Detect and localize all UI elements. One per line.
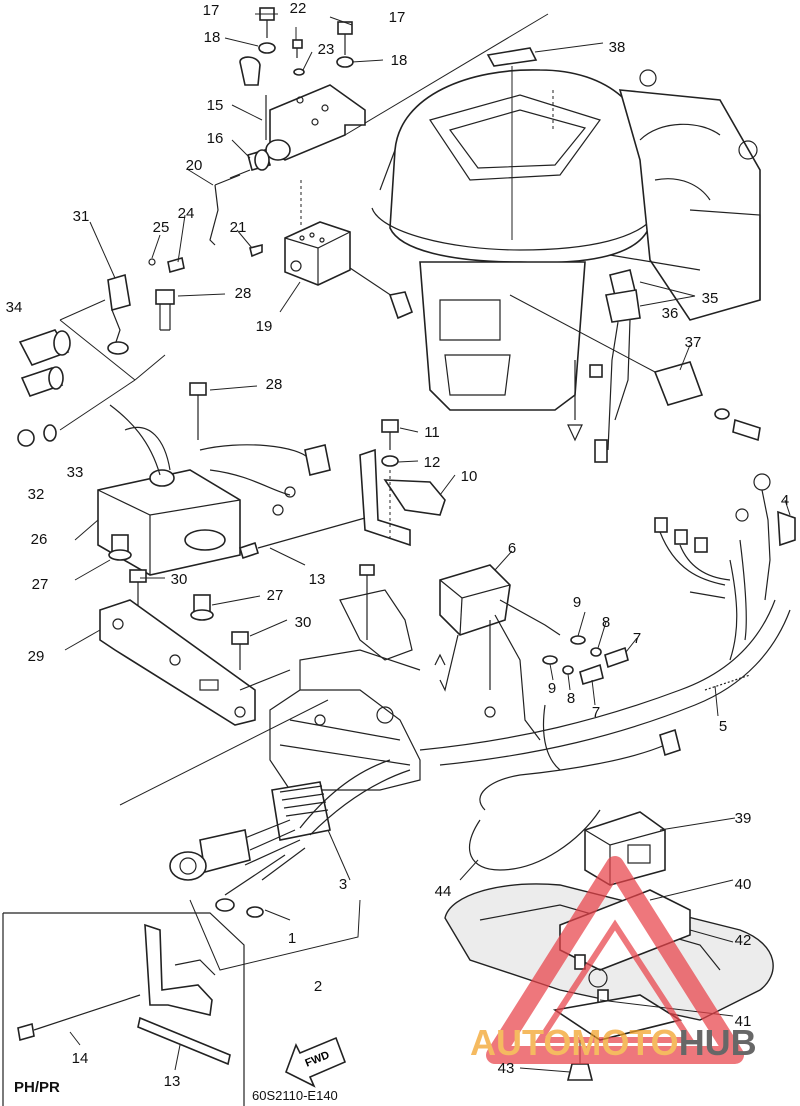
callout-label-13: 13 [309, 571, 326, 588]
callout-label-25: 25 [153, 219, 170, 236]
callout-label-12: 12 [424, 454, 441, 471]
remote-switch-39 [469, 728, 681, 886]
inset-panel [2, 912, 245, 1106]
callout-label-34: 34 [6, 299, 23, 316]
switch-35-36-37 [509, 269, 761, 463]
wire-harness [419, 473, 796, 771]
callout-label-30: 30 [171, 571, 188, 588]
main-cord-assembly [169, 759, 411, 918]
bracket-10 [359, 419, 446, 547]
callout-label-42: 42 [735, 932, 752, 949]
callout-label-38: 38 [609, 39, 626, 56]
fwd-arrow: FWD [285, 1036, 347, 1088]
engine-flywheel-cover [371, 69, 761, 411]
callout-label-17: 17 [203, 2, 220, 19]
callout-label-8: 8 [567, 690, 575, 707]
callout-label-21: 21 [230, 219, 247, 236]
bolts-30 [129, 569, 249, 670]
screws-7-8-9 [542, 635, 629, 686]
small-pins [148, 243, 263, 274]
callout-label-15: 15 [207, 97, 224, 114]
callout-label-29: 29 [28, 648, 45, 665]
drawing-code: 60S2110-E140 [252, 1088, 338, 1103]
callout-label-14: 14 [72, 1050, 89, 1067]
callout-label-11: 11 [424, 424, 440, 441]
callout-label-6: 6 [508, 540, 516, 557]
callout-label-8: 8 [602, 614, 610, 631]
callout-label-27: 27 [32, 576, 49, 593]
callout-label-36: 36 [662, 305, 679, 322]
upper-bracket-assembly [209, 7, 366, 246]
svg-text:AUTOMOTOHUB: AUTOMOTOHUB [470, 1022, 757, 1063]
mounting-plate [99, 599, 256, 726]
coil-31-and-caps-34 [18, 273, 166, 397]
watermark-hub: HUB [679, 1022, 757, 1063]
callout-label-32: 32 [28, 486, 45, 503]
collars-27 [108, 534, 214, 621]
callout-label-24: 24 [178, 205, 195, 222]
callout-label-3: 3 [339, 876, 347, 893]
lower-cowling-area [239, 649, 421, 791]
callout-label-18: 18 [391, 52, 408, 69]
automotohub-watermark: AUTOMOTOHUB [470, 856, 757, 1064]
callout-label-37: 37 [685, 334, 702, 351]
grommet-38 [486, 47, 538, 240]
watermark-auto: AUTO [470, 1022, 571, 1063]
callout-label-19: 19 [256, 318, 273, 335]
callout-label-7: 7 [592, 704, 600, 721]
rectifier [339, 564, 561, 741]
cable-tie-13 [239, 517, 366, 560]
callout-label-31: 31 [73, 208, 90, 225]
inset-caption: PH/PR [14, 1079, 60, 1096]
callout-label-23: 23 [318, 41, 335, 58]
callout-label-43: 43 [498, 1060, 515, 1077]
callout-label-16: 16 [207, 130, 224, 147]
callout-label-18: 18 [204, 29, 221, 46]
callout-label-17: 17 [389, 9, 406, 26]
callout-label-1: 1 [288, 930, 296, 947]
callout-label-28: 28 [266, 376, 283, 393]
callout-label-30: 30 [295, 614, 312, 631]
callout-label-28: 28 [235, 285, 252, 302]
callout-label-35: 35 [702, 290, 719, 307]
callout-label-20: 20 [186, 157, 203, 174]
callout-label-44: 44 [435, 883, 452, 900]
callout-label-40: 40 [735, 876, 752, 893]
ignition-module [284, 180, 414, 320]
callout-label-39: 39 [735, 810, 752, 827]
callout-label-7: 7 [633, 630, 641, 647]
bolt-28-upper [155, 289, 175, 331]
watermark-triangle [486, 856, 744, 1064]
callout-label-4: 4 [781, 492, 789, 509]
callout-label-9: 9 [573, 594, 581, 611]
callout-label-22: 22 [290, 0, 307, 17]
watermark-moto: MOTO [571, 1022, 678, 1063]
callout-label-27: 27 [267, 587, 284, 604]
callout-label-2: 2 [314, 978, 322, 995]
callout-label-26: 26 [31, 531, 48, 548]
callout-label-5: 5 [719, 718, 727, 735]
callout-label-13: 13 [164, 1073, 181, 1090]
callout-label-33: 33 [67, 464, 84, 481]
cdi-unit [17, 379, 331, 576]
callout-label-9: 9 [548, 680, 556, 697]
callout-label-10: 10 [461, 468, 478, 485]
callout-label-41: 41 [735, 1013, 752, 1030]
